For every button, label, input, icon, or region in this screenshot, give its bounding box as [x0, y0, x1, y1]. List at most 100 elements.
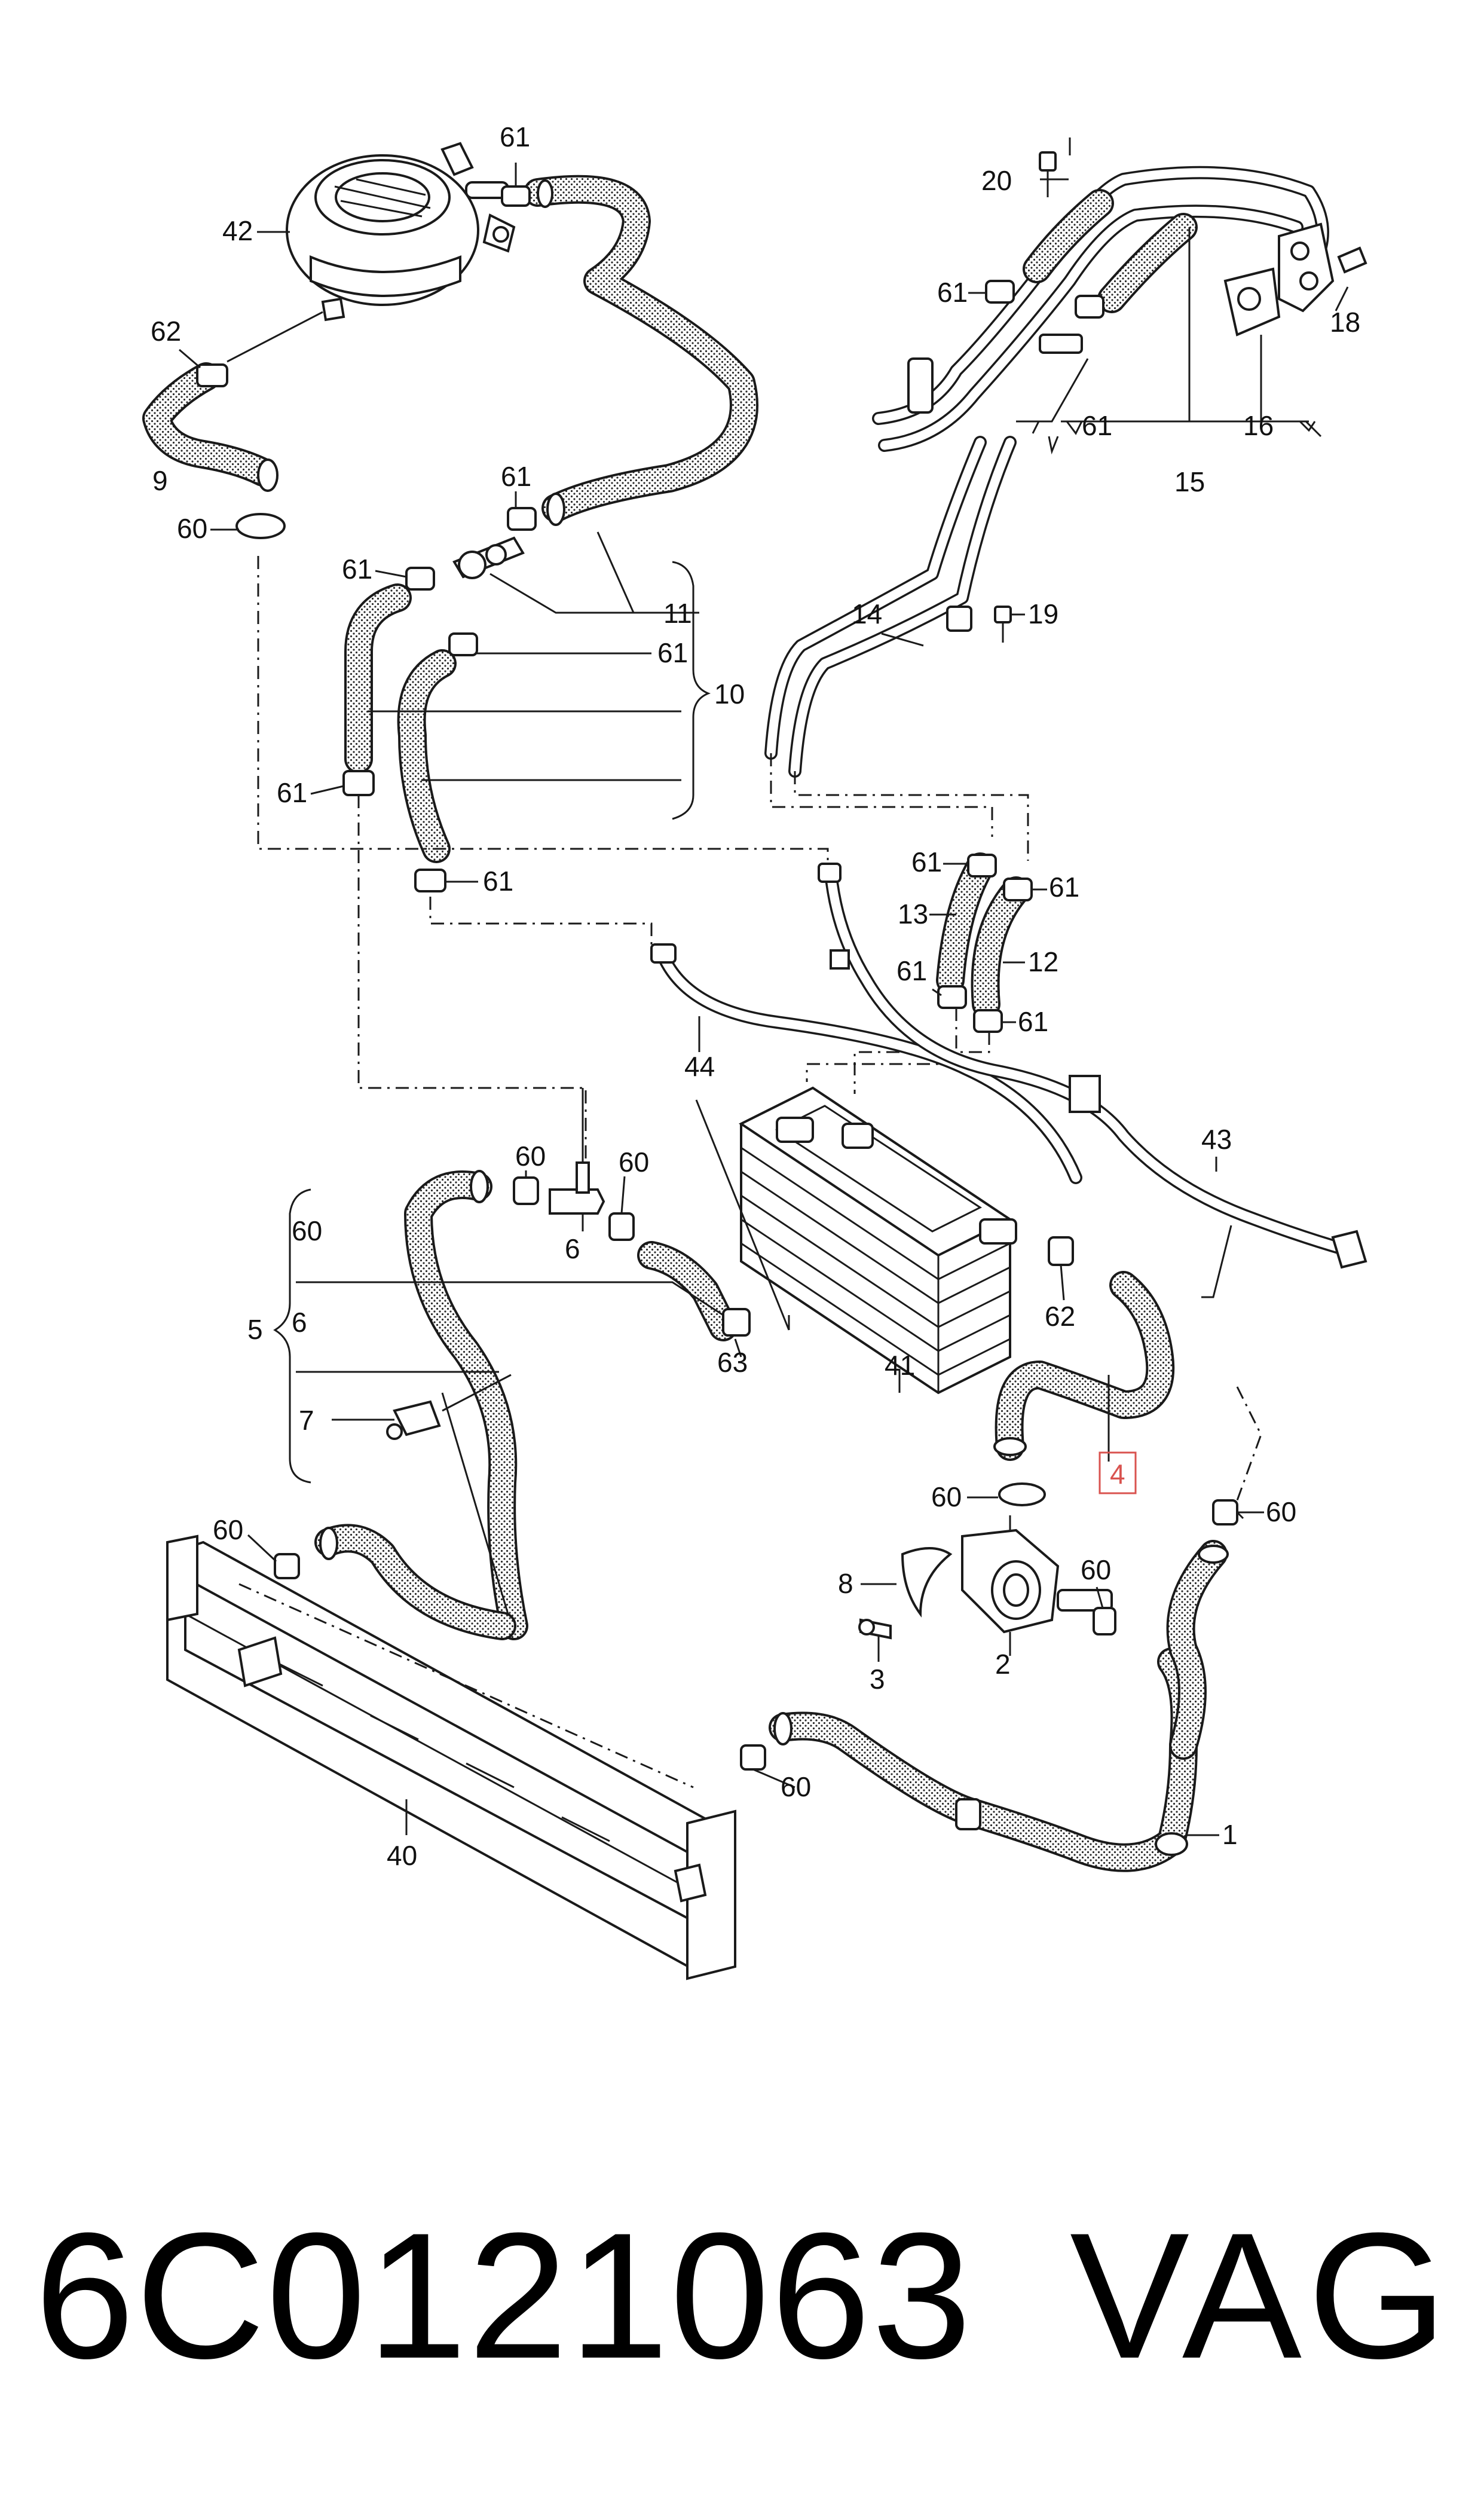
connector-11: [452, 536, 525, 579]
callout: 13: [898, 898, 928, 930]
gasket-16: [1223, 267, 1281, 337]
callout: 63: [717, 1347, 748, 1378]
clip-60-lower: [740, 1744, 766, 1771]
callout: 3: [870, 1664, 885, 1695]
callout: 61: [342, 554, 372, 585]
callout: 16: [1243, 410, 1274, 441]
clip-7: [386, 1400, 441, 1440]
callout: 60: [177, 513, 207, 544]
bolt-3: [858, 1618, 892, 1662]
clip-60-c: [608, 1212, 635, 1241]
callout: 42: [222, 215, 253, 246]
callout: 20: [981, 165, 1012, 196]
callout: 12: [1028, 946, 1058, 977]
clip-61-c: [507, 507, 537, 531]
clip-61-e: [448, 632, 478, 656]
pipe-43: [818, 863, 1367, 1298]
clip-63: [722, 1308, 751, 1337]
callout: 61: [483, 866, 513, 897]
clip-60-pump-right: [1093, 1607, 1116, 1635]
clip-61-d: [405, 567, 435, 591]
callout: 15: [1174, 466, 1205, 497]
pipe-14: [764, 436, 1017, 778]
callout: 61: [1049, 872, 1079, 903]
callout: 60: [213, 1514, 243, 1545]
water-pump-2: [961, 1515, 1113, 1656]
clip-61-h: [985, 280, 1015, 304]
hose-10-b: [397, 649, 457, 863]
callout: 19: [1028, 598, 1058, 629]
hose-9: [142, 311, 323, 492]
callout: 61: [657, 637, 688, 668]
hose-6-short: [637, 1241, 738, 1341]
expansion-tank: [286, 142, 516, 322]
callout: 40: [387, 1840, 417, 1871]
clip-62-cooler: [1048, 1236, 1074, 1266]
callout: 61: [501, 461, 531, 492]
bolt-19: [994, 606, 1012, 643]
clip-62-left: [196, 363, 228, 387]
hose-4: [993, 1271, 1175, 1461]
callout: 60: [931, 1481, 962, 1512]
clip-61-top: [501, 163, 531, 207]
callout: 44: [684, 1051, 715, 1082]
part-number: 6C0121063: [35, 2195, 973, 2396]
callout: 60: [781, 1771, 811, 1802]
clip-60-radiator: [274, 1553, 300, 1579]
callout-labels: 61 42 62 9 60 61 61 11 61 10 61 61 20 61…: [151, 121, 1360, 1871]
callout: 6: [292, 1307, 307, 1338]
clip-60-right: [1212, 1499, 1238, 1526]
hose-5-6: [404, 1170, 528, 1640]
callout: 61: [1018, 1006, 1048, 1037]
clip-61-g: [414, 869, 446, 892]
bolt-18: [1337, 246, 1367, 274]
callout: 41: [885, 1350, 915, 1381]
hose-10-a: [344, 583, 412, 774]
hose-radiator-upper: [314, 1524, 516, 1640]
hose-15-black: [1023, 189, 1198, 313]
callout-4-highlight-box: [1099, 1451, 1137, 1494]
connector-6: [549, 1088, 605, 1215]
callout: 60: [292, 1215, 322, 1246]
callout: 9: [152, 465, 168, 496]
clip-60-left: [235, 513, 286, 539]
callout: 60: [619, 1147, 649, 1178]
callout: 43: [1201, 1124, 1232, 1155]
clip-61-i: [1075, 295, 1104, 319]
callout: 5: [247, 1314, 263, 1345]
clip-60-pump: [998, 1482, 1046, 1506]
clip-61-m: [973, 1009, 1003, 1033]
callout: 2: [995, 1649, 1011, 1680]
callout: 61: [896, 955, 927, 986]
hose-tank-upper: [524, 175, 758, 526]
callout: 60: [515, 1141, 546, 1172]
callout: 61: [1082, 410, 1112, 441]
clip-61-k: [1003, 878, 1033, 901]
clip-61-f: [342, 770, 375, 796]
oil-cooler-41: [739, 1086, 1017, 1395]
brand-label: VAG: [1070, 2195, 1454, 2396]
callout: 62: [151, 316, 181, 347]
clip-60-b: [513, 1176, 539, 1205]
callout: 61: [277, 777, 307, 808]
callout: 61: [937, 277, 968, 308]
pipe-44: [650, 943, 1082, 1184]
callout: 14: [852, 598, 882, 629]
bracket-8: [901, 1547, 953, 1618]
bolt-20: [1039, 151, 1057, 197]
callout: 62: [1045, 1301, 1075, 1332]
callout-highlighted: 4: [1110, 1459, 1125, 1490]
clip-61-j: [967, 854, 997, 878]
callout: 11: [663, 598, 692, 629]
callout: 60: [1266, 1496, 1296, 1527]
radiator-40: [166, 1534, 736, 1980]
callout: 61: [500, 121, 530, 152]
callout: 7: [299, 1405, 314, 1436]
callout: 8: [838, 1568, 853, 1599]
clip-61-l: [937, 985, 967, 1009]
hose-12: [971, 876, 1030, 1019]
footer: 6C0121063 VAG: [0, 2176, 1484, 2415]
callout: 61: [911, 846, 942, 878]
callout: 18: [1330, 307, 1360, 338]
